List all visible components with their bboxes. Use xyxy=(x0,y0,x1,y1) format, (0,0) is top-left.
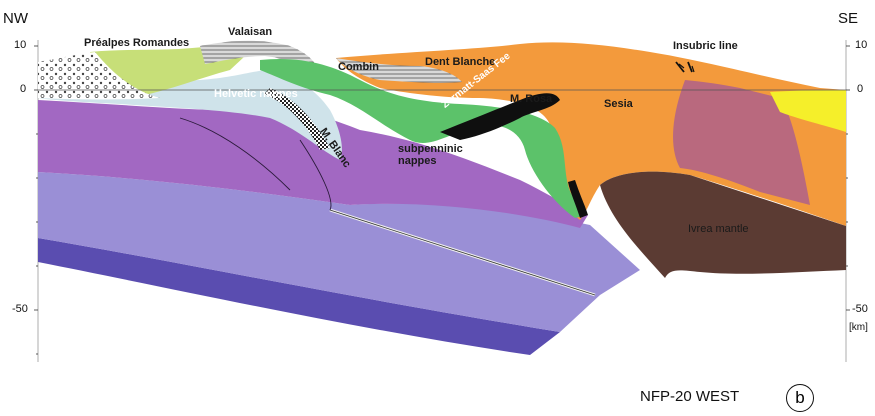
label-insubric-line: Insubric line xyxy=(673,40,738,52)
label-sesia: Sesia xyxy=(604,98,633,110)
se-label: SE xyxy=(838,10,858,27)
label-valaisan: Valaisan xyxy=(228,26,272,38)
label-combin: Combin xyxy=(338,61,379,73)
label-prealpes: Préalpes Romandes xyxy=(84,37,189,49)
label-ivrea-mantle: Ivrea mantle xyxy=(688,223,749,235)
panel-title: NFP-20 WEST xyxy=(640,388,739,405)
depth-tick-left-0: 0 xyxy=(20,83,26,95)
nw-label: NW xyxy=(3,10,28,27)
label-helvetic-nappes: Helvetic nappes xyxy=(214,88,298,100)
depth-tick-left-10: 10 xyxy=(14,39,26,51)
label-monte-rosa: M. Rosa xyxy=(510,93,552,105)
depth-tick-left-50: -50 xyxy=(12,303,28,315)
label-subpenninic-nappes: subpenninic nappes xyxy=(398,143,463,167)
depth-tick-right-10: 10 xyxy=(855,39,867,51)
panel-letter: b xyxy=(786,384,814,412)
depth-tick-right-50: -50 xyxy=(852,303,868,315)
depth-tick-right-0: 0 xyxy=(857,83,863,95)
depth-unit: [km] xyxy=(849,322,868,333)
